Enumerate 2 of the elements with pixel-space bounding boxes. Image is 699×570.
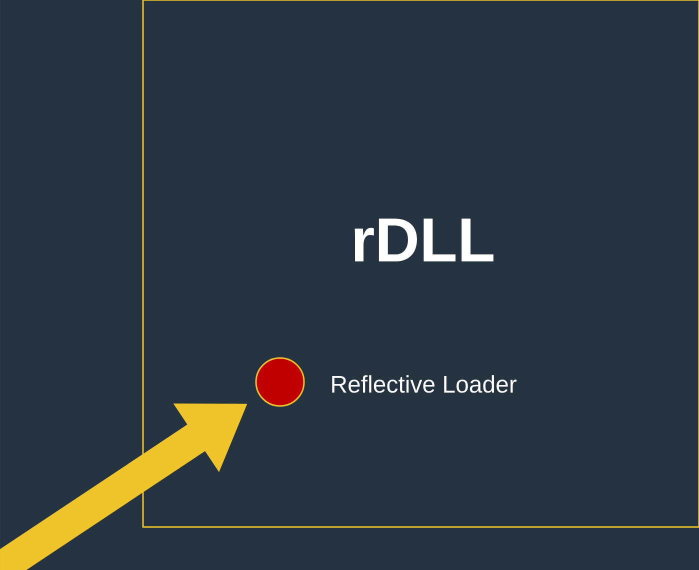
marker-label: Reflective Loader <box>332 375 517 393</box>
circle-marker <box>255 357 305 407</box>
